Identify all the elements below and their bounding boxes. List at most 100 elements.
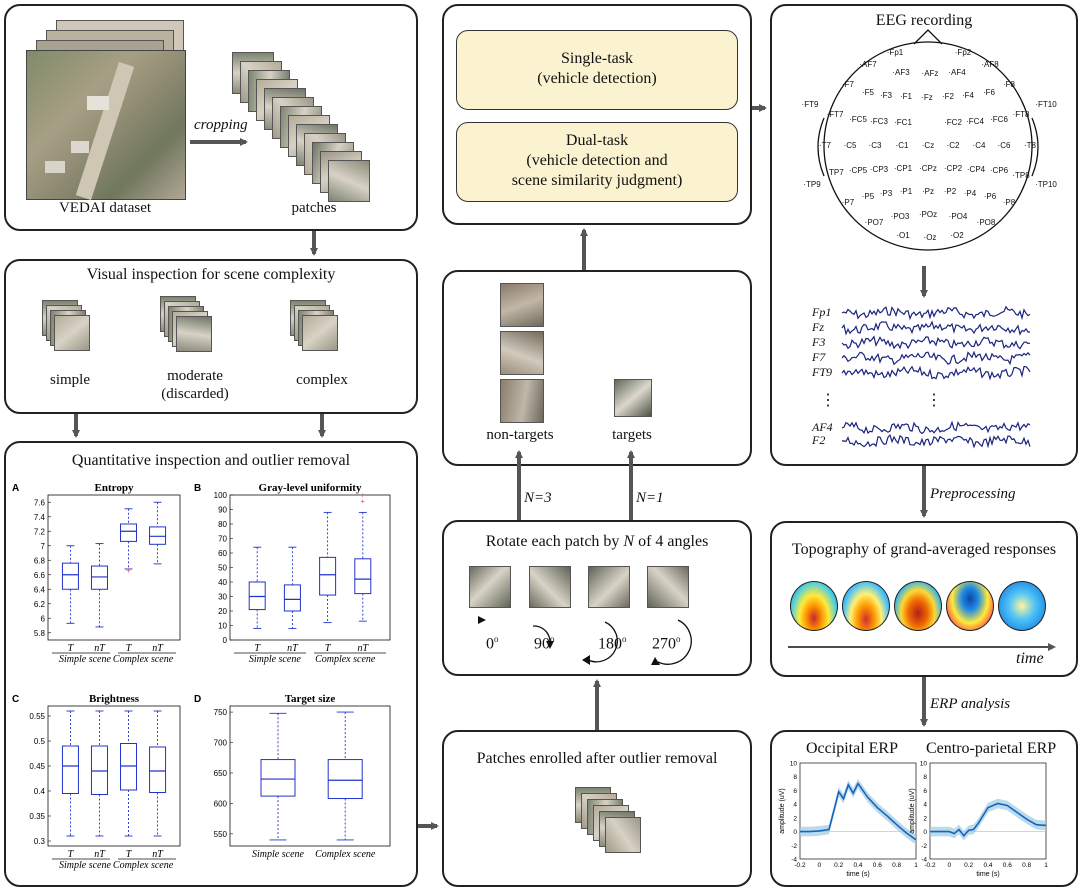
box [248, 581, 266, 611]
erp-y-tick: 0 [793, 829, 797, 836]
channel-label: ·FT10 [1035, 100, 1057, 109]
angle-0: 0o [486, 634, 499, 653]
erp-y-tick: 8 [923, 774, 927, 781]
channel-label: ·FT7 [826, 110, 844, 119]
channel-label: ·CP2 [943, 164, 963, 173]
panel-letter: D [194, 694, 201, 705]
erp-ci-band [800, 778, 916, 845]
channel-label: ·F5 [862, 88, 874, 97]
right-ear-icon [1031, 117, 1039, 177]
erp-y-tick: -4 [921, 857, 927, 864]
y-tick-label: 0.5 [34, 737, 46, 746]
patches-label: patches [291, 200, 337, 216]
erp-x-tick: 1 [914, 862, 918, 869]
y-tick-label: 6.2 [34, 600, 46, 609]
single-task-box: Single-task (vehicle detection) [456, 30, 738, 110]
cropping-label: cropping [194, 117, 248, 133]
trace-label: F2 [812, 433, 826, 447]
erp-x-tick: 0.4 [983, 862, 992, 869]
single-task-title: Single-task [561, 50, 633, 67]
x-tick-label: nT [287, 643, 299, 654]
dual-task-box: Dual-task (vehicle detection and scene s… [456, 122, 738, 202]
visual-inspection-title: Visual inspection for scene complexity [86, 266, 336, 283]
channel-label: ·CP3 [869, 165, 889, 174]
trace-label: F3 [812, 335, 826, 349]
targets-label: targets [612, 427, 652, 443]
channel-label: ·FC1 [894, 118, 912, 127]
rotate-title: Rotate each patch by N of 4 angles [485, 533, 709, 550]
x-tick-label: Complex scene [315, 849, 376, 860]
channel-label: ·T8 [1024, 141, 1036, 150]
eeg-trace [841, 433, 1031, 449]
left-ear-icon [817, 117, 825, 177]
channel-label: ·AF4 [948, 68, 966, 77]
erp-ylabel: amplitude (uV) [909, 788, 916, 834]
erp-box [770, 730, 1078, 887]
channel-label: ·C5 [843, 141, 857, 150]
stimuli-box [442, 270, 752, 466]
eeg-trace [841, 305, 1031, 321]
channel-label: ·F3 [880, 91, 892, 100]
vedai-aerial-image [26, 50, 186, 201]
axes-frame [47, 705, 181, 847]
axes-frame [229, 705, 391, 847]
trace-label: FT9 [812, 365, 833, 379]
channel-label: ·Fp2 [954, 48, 972, 57]
channel-label: ·F8 [1003, 80, 1015, 89]
quantitative-box [4, 441, 418, 887]
channel-label: ·CP5 [848, 166, 868, 175]
group-label: Complex scene [113, 860, 174, 871]
y-tick-label: 100 [214, 491, 228, 500]
single-task-desc: (vehicle detection) [537, 70, 657, 87]
erp-y-tick: -4 [791, 857, 797, 864]
y-tick-label: 60 [218, 549, 227, 558]
x-tick-label: T [68, 849, 75, 860]
erp-xlabel: time (s) [976, 871, 999, 878]
channel-label: ·Fz [921, 93, 933, 102]
channel-label: ·TP9 [803, 180, 821, 189]
erp-x-tick: 0.8 [892, 862, 901, 869]
y-tick-label: 90 [218, 506, 227, 515]
box [61, 562, 79, 590]
moderate-label: moderate [167, 368, 223, 384]
erp-y-tick: 6 [923, 788, 927, 795]
channel-label: ·FC5 [849, 115, 867, 124]
erp-x-tick: 0.4 [853, 862, 862, 869]
y-tick-label: 0.35 [29, 812, 45, 821]
box [260, 759, 296, 797]
topography-map [894, 581, 942, 631]
channel-label: ·Oz [923, 233, 937, 242]
patch-thumb [54, 315, 90, 351]
erp-axes [799, 762, 917, 860]
channel-label: ·P4 [963, 189, 977, 198]
box [354, 558, 372, 595]
channel-label: ·T7 [819, 141, 831, 150]
dual-task-title: Dual-task [565, 132, 629, 149]
y-tick-label: 6.6 [34, 571, 46, 580]
ellipsis-right: ⋮ [926, 392, 942, 409]
preprocessing-label: Preprocessing [930, 486, 1016, 502]
dual-task-desc-1: (vehicle detection and [526, 152, 668, 169]
x-tick-label: T [126, 643, 133, 654]
x-tick-label: T [325, 643, 332, 654]
channel-label: ·CP6 [989, 166, 1009, 175]
y-tick-label: 6.4 [34, 585, 46, 594]
box [319, 556, 337, 596]
y-tick-label: 6 [41, 614, 46, 623]
y-tick-label: 70 [218, 535, 227, 544]
channel-label: ·P3 [879, 189, 893, 198]
erp-y-tick: 4 [923, 802, 927, 809]
box [283, 584, 301, 612]
channel-label: ·FT9 [801, 100, 819, 109]
erp-line [800, 782, 917, 841]
panel-title: Brightness [89, 693, 140, 705]
y-tick-label: 0 [223, 636, 228, 645]
channel-label: ·F6 [983, 88, 995, 97]
eeg-trace [841, 420, 1031, 435]
erp-axes [929, 762, 1047, 860]
channel-label: ·Fp1 [886, 48, 904, 57]
eeg-trace [841, 320, 1030, 336]
